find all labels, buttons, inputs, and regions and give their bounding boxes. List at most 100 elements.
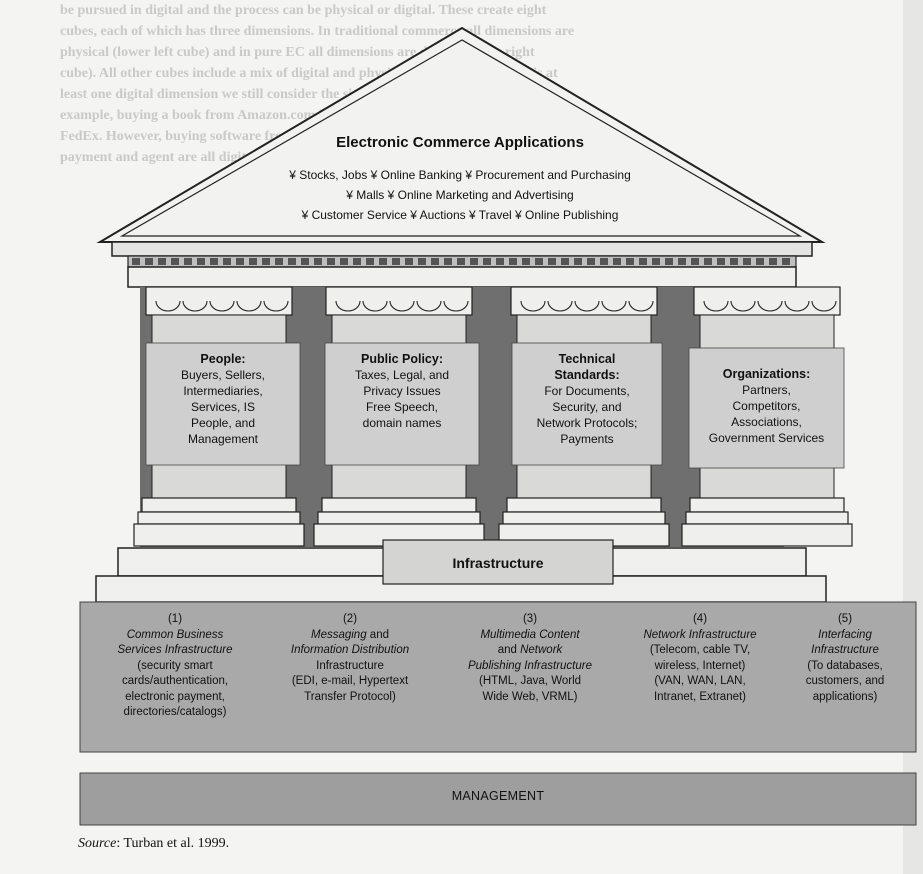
pillar-line: Services, IS: [190, 400, 256, 414]
dentil: [171, 258, 179, 265]
dentil: [392, 258, 400, 265]
dentil: [522, 258, 530, 265]
pillar-line: Security, and: [552, 400, 622, 414]
dentil: [730, 258, 738, 265]
dentil: [431, 258, 439, 265]
dentil: [418, 258, 426, 265]
infra-item-line: electronic payment,: [125, 690, 225, 703]
dentil: [548, 258, 556, 265]
dentil: [652, 258, 660, 265]
capital-scallop: [209, 300, 235, 312]
dentil: [665, 258, 673, 265]
dentil: [262, 258, 270, 265]
infra-item-line: customers, and: [805, 675, 885, 687]
infra-item-number: (5): [837, 613, 853, 625]
dentil: [288, 258, 296, 265]
capital-scallop: [362, 300, 388, 312]
pillar-heading: Public Policy:: [361, 352, 443, 366]
dentil: [678, 258, 686, 265]
dentil: [704, 258, 712, 265]
pillar-line: Competitors,: [732, 399, 801, 413]
dentil: [626, 258, 634, 265]
capital-scallop: [416, 300, 442, 312]
roof-line-1: ¥ Stocks, Jobs ¥ Online Banking ¥ Procur…: [289, 168, 631, 182]
source-caption: Source: Turban et al. 1999.: [78, 836, 229, 852]
roof-line-3: ¥ Customer Service ¥ Auctions ¥ Travel ¥…: [301, 208, 619, 222]
pillar-line: domain names: [362, 416, 442, 430]
infra-item-italic: Network: [520, 644, 563, 656]
infra-item-line: (To databases,: [807, 659, 883, 672]
infrastructure-title: Infrastructure: [452, 555, 544, 571]
panel-technical-standards: [511, 342, 663, 466]
dentil: [444, 258, 452, 265]
entablature: [127, 266, 797, 288]
infra-item-multimedia: (3) Multimedia Content and Network Publi…: [450, 612, 610, 705]
pillar-line: Management: [187, 432, 259, 446]
dentil: [379, 258, 387, 265]
pillar-public-policy-text: Public Policy: Taxes, Legal, and Privacy…: [325, 351, 479, 431]
dentil: [184, 258, 192, 265]
capital-scallop: [757, 300, 783, 312]
infrastructure-band: [79, 601, 917, 753]
infra-item-italic: Messaging: [310, 628, 367, 641]
dentil: [756, 258, 764, 265]
infra-item-number: (3): [522, 613, 538, 625]
pillar-line: Privacy Issues: [363, 384, 441, 398]
infra-item-messaging: (2) Messaging and Information Distributi…: [270, 612, 430, 705]
dentil: [223, 258, 231, 265]
dentil: [457, 258, 465, 265]
infra-item-mixed: Messaging and: [270, 628, 430, 644]
background-text-line: payment and agent are all digital.: [60, 150, 261, 165]
source-label: Source: [78, 836, 117, 851]
capital-scallop: [443, 300, 469, 312]
infra-item-italic: Publishing Infrastructure: [467, 659, 592, 672]
infra-item-italic: Common Business: [126, 628, 224, 641]
dentil: [366, 258, 374, 265]
panel-public-policy: [324, 342, 480, 466]
capital-scallop: [335, 300, 361, 312]
capital-scallop: [811, 300, 837, 312]
infra-item-line: Transfer Protocol): [304, 690, 396, 703]
pillar-line: Payments: [560, 432, 614, 446]
roof-line-2: ¥ Malls ¥ Online Marketing and Advertisi…: [346, 188, 574, 202]
capital-scallop: [628, 300, 654, 312]
infra-item-mixed: Information Distribution: [270, 643, 430, 659]
dentil: [340, 258, 348, 265]
pillar-line: Network Protocols;: [536, 416, 638, 430]
infra-item-line: wireless, Internet): [654, 659, 746, 672]
pillar-line: Buyers, Sellers,: [180, 368, 266, 382]
step-lower: [95, 575, 827, 603]
infra-item-line: Infrastructure: [316, 659, 384, 672]
capital-scallop: [703, 300, 729, 312]
capital-scallop: [601, 300, 627, 312]
dentil: [574, 258, 582, 265]
dentil: [249, 258, 257, 265]
dentil: [639, 258, 647, 265]
capital-scallop: [263, 300, 289, 312]
infra-item-common-business: (1) Common Business Services Infrastruct…: [95, 612, 255, 721]
pillar-line: Taxes, Legal, and: [354, 368, 450, 382]
dentil: [314, 258, 322, 265]
infra-item-line: Intranet, Extranet): [653, 690, 747, 703]
roof-pediment-inner: [119, 39, 803, 237]
capital-scallop: [155, 300, 181, 312]
infra-item-line: directories/catalogs): [123, 706, 227, 718]
pillar-line: Intermediaries,: [183, 384, 263, 398]
dentil: [145, 258, 153, 265]
roof-cornice: [111, 241, 813, 257]
capital-scallop: [547, 300, 573, 312]
infra-item-italic: Multimedia Content: [480, 628, 580, 641]
dentil: [691, 258, 699, 265]
management-label: MANAGEMENT: [451, 789, 545, 803]
pillar-technical-standards-text: Technical Standards: For Documents, Secu…: [512, 351, 662, 447]
dentil: [782, 258, 790, 265]
background-text-line: be pursued in digital and the process ca…: [60, 3, 547, 18]
pillar-heading-2: Standards:: [554, 368, 620, 382]
dentil: [353, 258, 361, 265]
pillar-heading: Technical: [558, 352, 616, 366]
background-text-line: cubes, each of which has three dimension…: [60, 24, 575, 39]
dentil: [769, 258, 777, 265]
dentil: [327, 258, 335, 265]
roof-title: Electronic Commerce Applications: [336, 134, 584, 151]
